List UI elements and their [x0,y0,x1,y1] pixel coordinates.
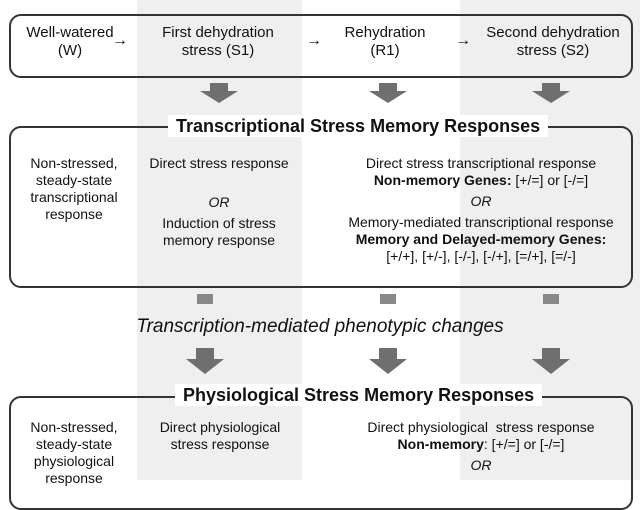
down-arrow-icon [186,348,224,374]
phenotypic-changes-label: Transcription-mediated phenotypic change… [136,316,504,337]
stage-timeline-box [9,14,633,78]
transcriptional-s1-text: Direct stress response OR Induction of s… [149,155,289,248]
arrow-right-icon: → [306,32,322,49]
connector-stub [380,294,396,304]
arrow-right-icon: → [455,32,471,49]
stage-second-dehydration: Second dehydration stress (S2) [486,24,620,59]
transcriptional-title: Transcriptional Stress Memory Responses [168,115,549,137]
stage-first-dehydration: First dehydration stress (S1) [162,24,274,59]
down-arrow-icon [369,348,407,374]
physiological-title: Physiological Stress Memory Responses [175,384,543,406]
stage-rehydration: Rehydration (R1) [344,24,426,59]
down-arrow-icon [369,83,407,103]
transcriptional-s2-text: Direct stress transcriptional response N… [348,155,614,264]
physiological-w-text: Non-stressed, steady-state physiological… [30,419,118,486]
connector-stub [543,294,559,304]
down-arrow-icon [532,348,570,374]
physiological-s1-text: Direct physiological stress response [159,419,281,452]
transcriptional-w-text: Non-stressed, steady-state transcription… [30,155,118,222]
arrow-right-icon: → [112,32,128,49]
down-arrow-icon [200,83,238,103]
physiological-s2-text: Direct physiological stress response Non… [367,419,595,473]
down-arrow-icon [532,83,570,103]
stage-well-watered: Well-watered (W) [26,24,114,59]
connector-stub [197,294,213,304]
